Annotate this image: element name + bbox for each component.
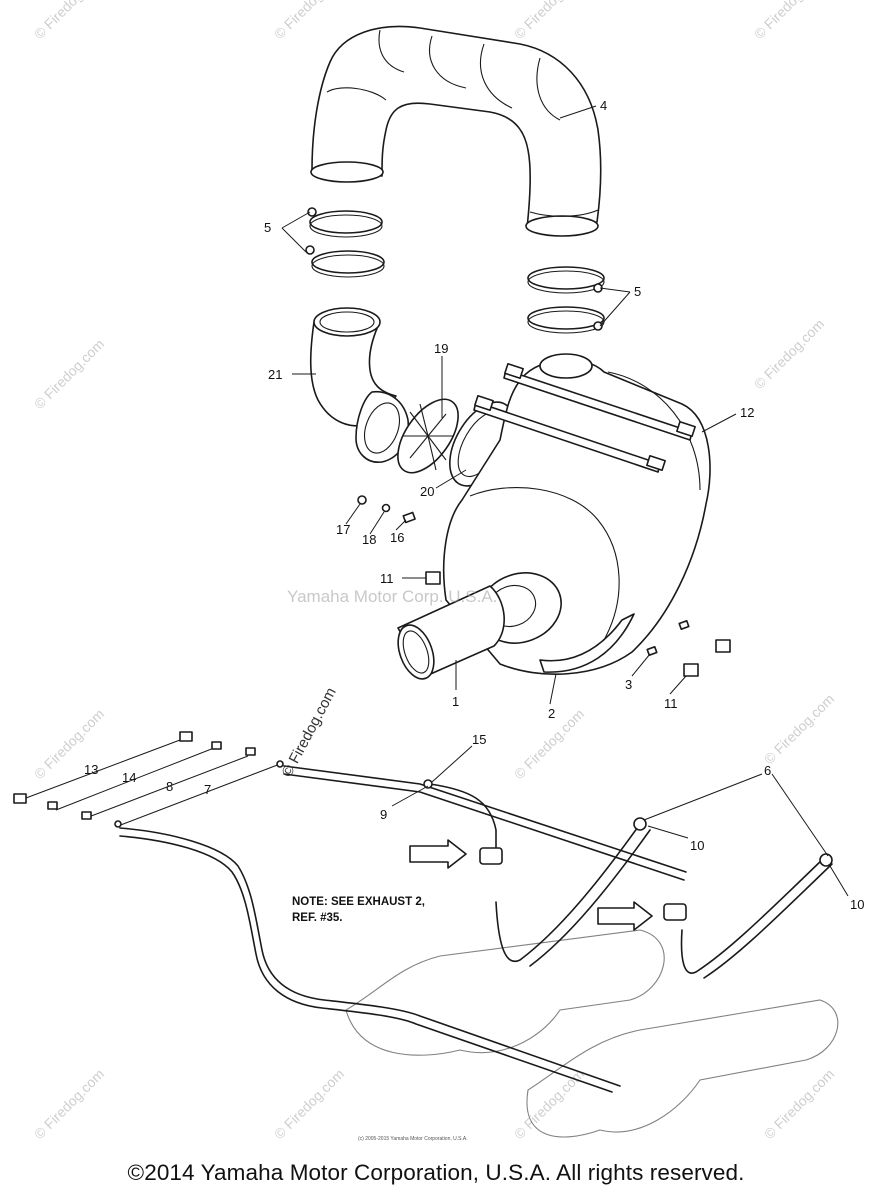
label-14: 14 bbox=[122, 770, 136, 785]
manifold-ghost bbox=[345, 929, 839, 1138]
label-10-upper: 10 bbox=[690, 838, 704, 853]
straps-part-12 bbox=[473, 362, 696, 473]
label-17: 17 bbox=[336, 522, 350, 537]
exhaust-pipe-part-4 bbox=[310, 25, 602, 237]
firedog-watermark: © Firedog.com bbox=[511, 1066, 587, 1142]
clamp-pair-right bbox=[527, 266, 605, 334]
label-5-left: 5 bbox=[264, 220, 271, 235]
shield-part-2 bbox=[539, 613, 635, 673]
firedog-watermark: © Firedog.com bbox=[751, 316, 827, 392]
firedog-watermark: © Firedog.com bbox=[31, 336, 107, 412]
label-21: 21 bbox=[268, 367, 282, 382]
label-16: 16 bbox=[390, 530, 404, 545]
fittings-left bbox=[13, 731, 284, 828]
hardware-small-parts bbox=[357, 495, 731, 677]
yamaha-watermark: Yamaha Motor Corp. U.S.A. bbox=[287, 587, 497, 606]
label-7: 7 bbox=[204, 782, 211, 797]
label-11-right: 11 bbox=[664, 696, 678, 711]
label-8: 8 bbox=[166, 779, 173, 794]
label-15: 15 bbox=[472, 732, 486, 747]
copyright-footer: ©2014 Yamaha Motor Corporation, U.S.A. A… bbox=[127, 1160, 745, 1185]
label-11-left: 11 bbox=[380, 571, 394, 586]
firedog-mark-dark: © Firedog.com bbox=[279, 685, 340, 780]
firedog-watermark: © Firedog.com bbox=[31, 0, 107, 42]
note-line-2: REF. #35. bbox=[292, 912, 343, 924]
firedog-watermarks: © Firedog.com © Firedog.com © Firedog.co… bbox=[31, 0, 837, 1142]
firedog-watermark: © Firedog.com bbox=[511, 0, 587, 42]
firedog-watermark: © Firedog.com bbox=[271, 0, 347, 42]
firedog-watermark: © Firedog.com bbox=[761, 691, 837, 767]
exhaust-note: NOTE: SEE EXHAUST 2, REF. #35. bbox=[292, 896, 425, 924]
firedog-watermark: © Firedog.com bbox=[761, 1066, 837, 1142]
label-5-right: 5 bbox=[634, 284, 641, 299]
label-4: 4 bbox=[600, 98, 607, 113]
label-2: 2 bbox=[548, 706, 555, 721]
label-19: 19 bbox=[434, 341, 448, 356]
label-1: 1 bbox=[452, 694, 459, 709]
note-line-1: NOTE: SEE EXHAUST 2, bbox=[292, 896, 425, 908]
label-3: 3 bbox=[625, 677, 632, 692]
label-13: 13 bbox=[84, 762, 98, 777]
label-10-lower: 10 bbox=[850, 897, 864, 912]
elbow-part-21 bbox=[309, 307, 409, 463]
label-6: 6 bbox=[764, 763, 771, 778]
direction-arrows bbox=[409, 839, 653, 931]
screen-part-19 bbox=[397, 398, 459, 474]
firedog-watermark: © Firedog.com bbox=[751, 0, 827, 42]
muffler-part-1 bbox=[397, 353, 711, 680]
firedog-watermark: © Firedog.com bbox=[271, 1066, 347, 1142]
firedog-watermark: © Firedog.com bbox=[31, 1066, 107, 1142]
label-9: 9 bbox=[380, 807, 387, 822]
label-20: 20 bbox=[420, 484, 434, 499]
clamp-pair-left bbox=[305, 207, 385, 278]
small-print: (c) 2005-2015 Yamaha Motor Corporation, … bbox=[358, 1136, 468, 1142]
label-12: 12 bbox=[740, 405, 754, 420]
label-18: 18 bbox=[362, 532, 376, 547]
leader-lines bbox=[281, 105, 849, 897]
water-tubes bbox=[119, 765, 833, 1093]
part-number-labels: 4 5 5 21 19 12 20 17 18 16 11 1 2 3 11 1… bbox=[84, 98, 864, 912]
